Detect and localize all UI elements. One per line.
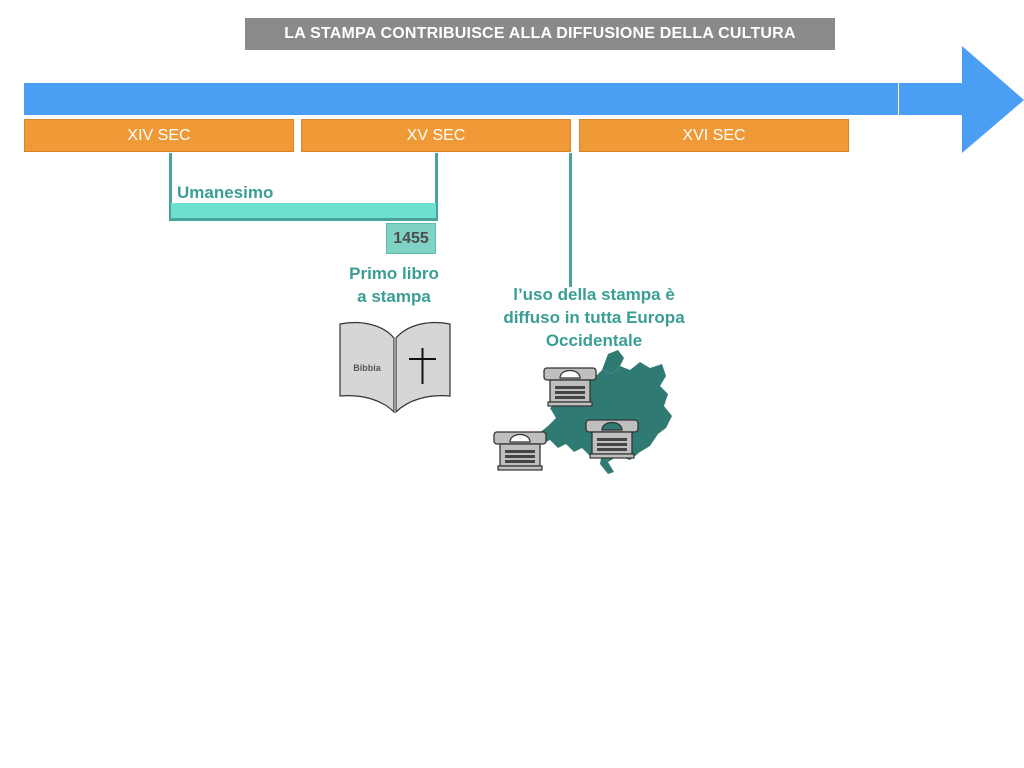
diffusion-marker-line [569,153,572,287]
timeline-arrow-head [962,46,1024,153]
umanesimo-start-line [169,153,172,221]
open-bible-icon: Bibbia [339,321,451,414]
printing-press-icon [585,419,639,459]
bible-label: Bibbia [353,363,381,373]
scandinavia [602,350,624,374]
diffusion-text: l’uso della stampa è diffuso in tutta Eu… [484,283,704,352]
first-book-line-2: a stampa [357,287,431,306]
year-badge: 1455 [386,223,436,254]
printing-press-icon [543,367,597,407]
timeline-arrow-shaft-end [899,83,963,115]
printing-press-icon [493,431,547,471]
timeline-arrow [24,46,1024,153]
century-xvi: XVI SEC [579,119,849,152]
diffusion-line-3: Occidentale [545,331,643,350]
first-printed-book-text: Primo libro a stampa [334,262,454,308]
umanesimo-label: Umanesimo [177,183,274,202]
century-xv: XV SEC [301,119,571,152]
bible-spine [394,338,396,412]
century-xiv: XIV SEC [24,119,294,152]
europe-map-icon [493,350,672,474]
umanesimo-bottom-line [169,218,438,221]
cross-icon [409,348,436,384]
timeline-arrow-shaft [24,83,898,115]
first-book-line-1: Primo libro [349,264,439,283]
diffusion-line-2: diffuso in tutta Europa [503,308,685,327]
umanesimo-period-bar [171,203,436,219]
diffusion-line-1: l’uso della stampa è [513,285,675,304]
page-title: LA STAMPA CONTRIBUISCE ALLA DIFFUSIONE D… [245,18,835,50]
umanesimo-end-line [435,153,438,221]
